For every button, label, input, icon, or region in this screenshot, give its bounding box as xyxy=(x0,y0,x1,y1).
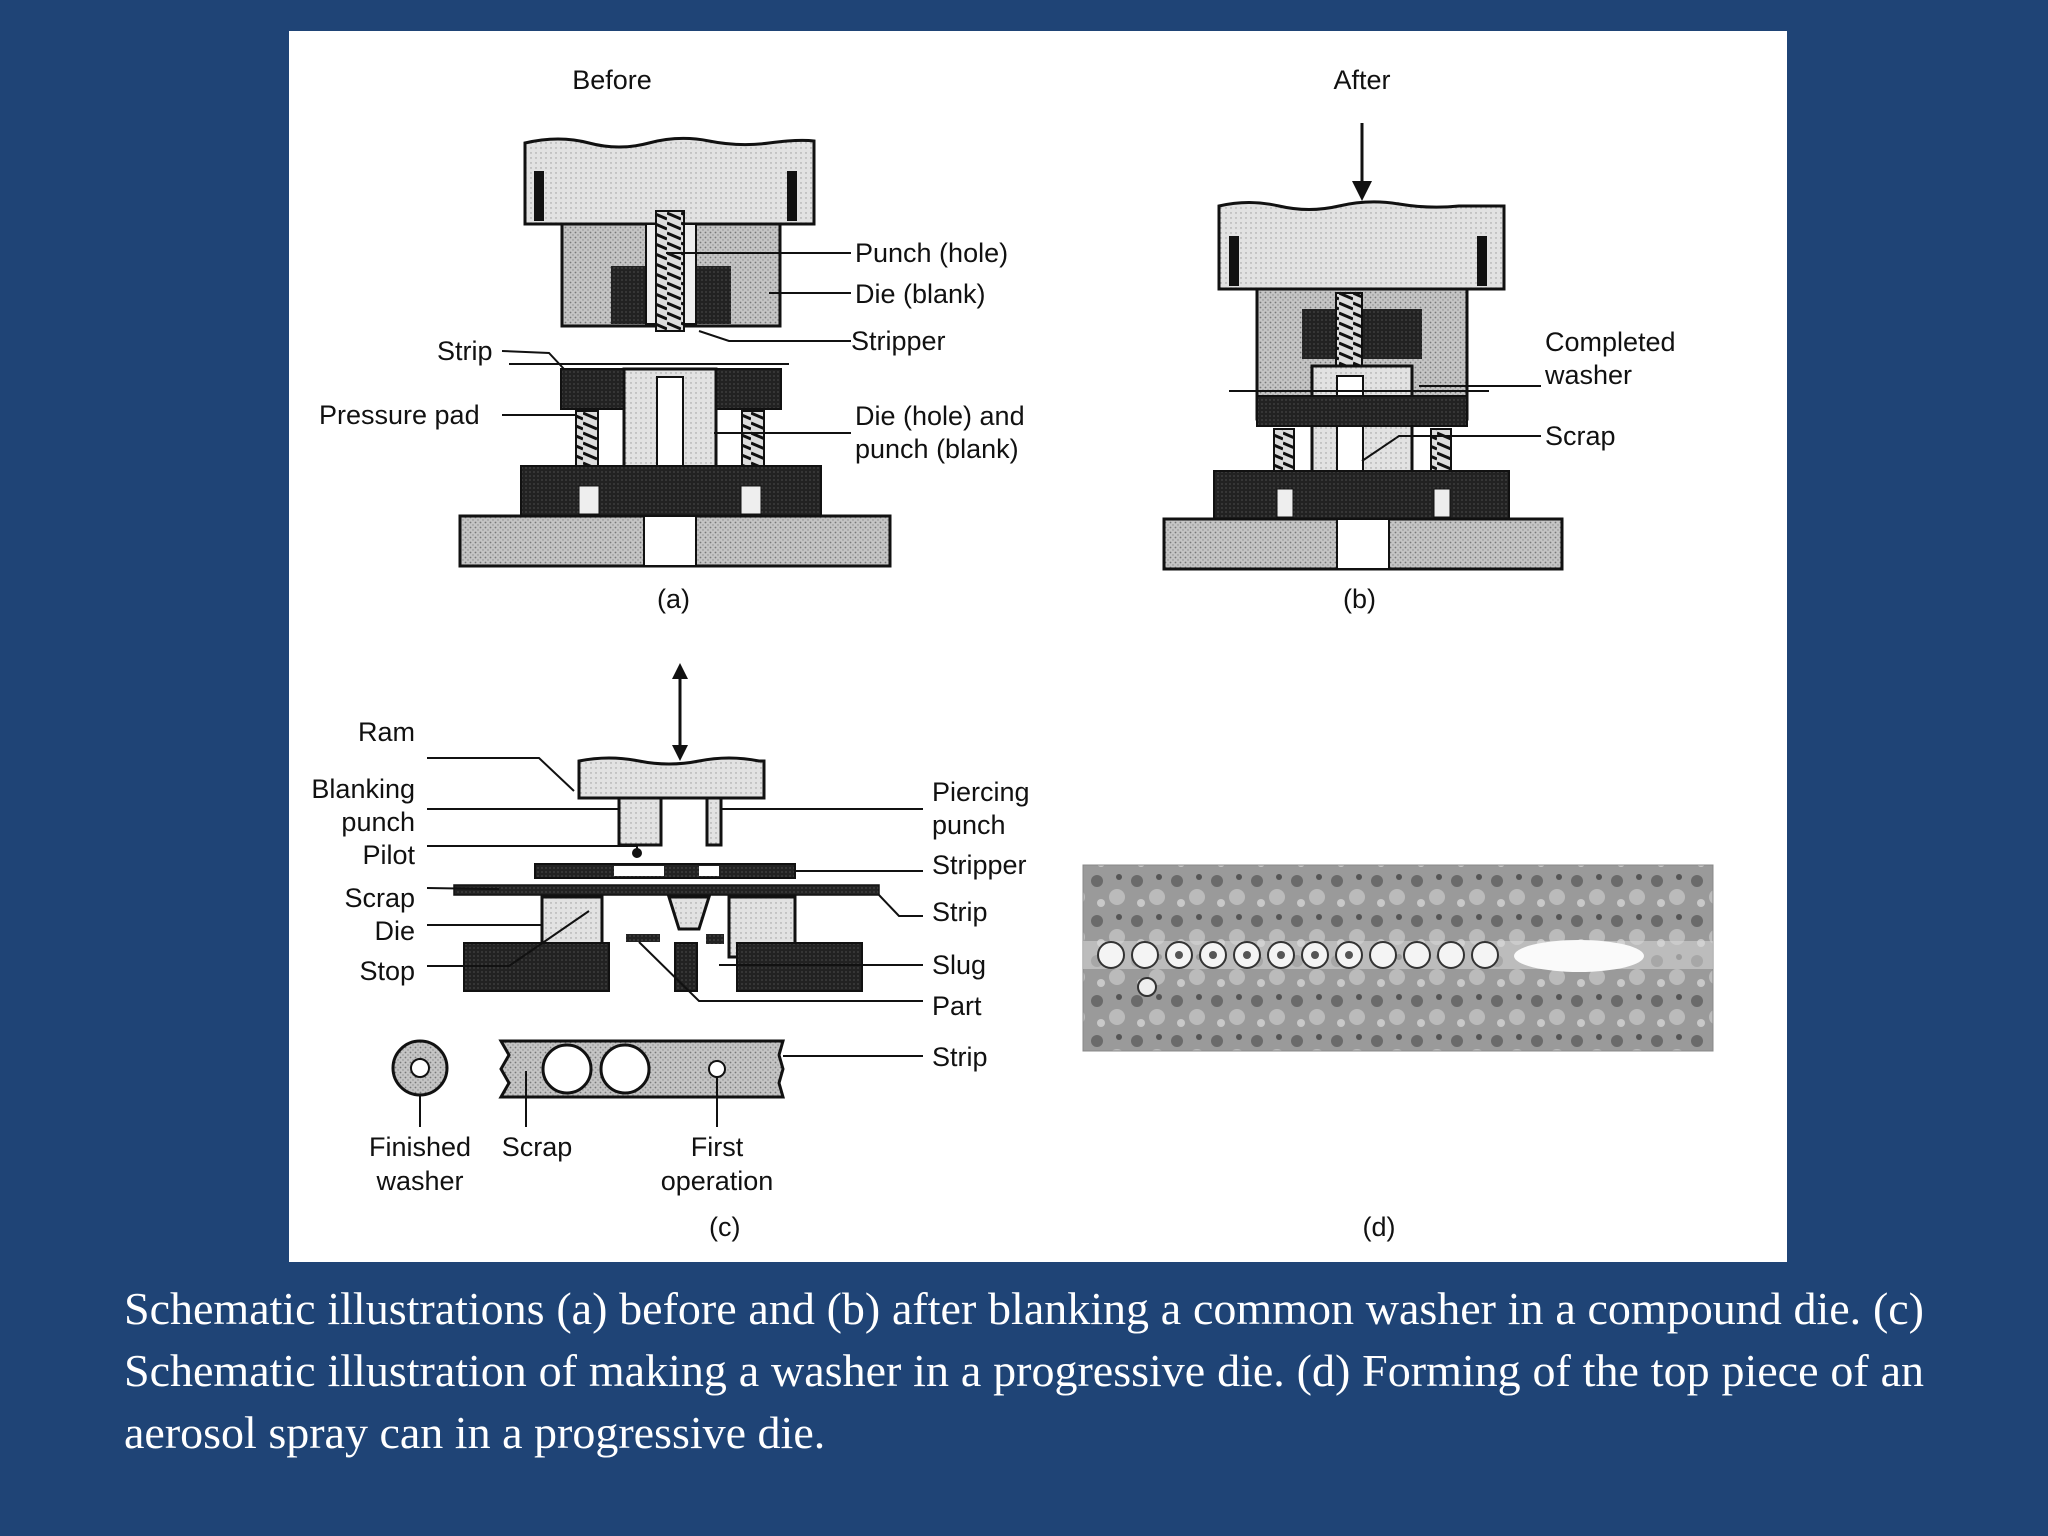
punch-hole xyxy=(655,210,685,332)
label-stripper: Stripper xyxy=(851,326,946,356)
label-die-c: Die xyxy=(374,916,415,946)
ram xyxy=(577,756,766,800)
label-pilot: Pilot xyxy=(362,840,415,870)
panel-a-heading: Before xyxy=(572,65,652,95)
stripper-c xyxy=(534,863,796,879)
panel-b-tag: (b) xyxy=(1343,584,1376,614)
label-scrap-b: Scrap xyxy=(1545,421,1616,451)
label-first-1: First xyxy=(691,1132,744,1162)
label-scrap-c: Scrap xyxy=(344,883,415,913)
panel-d: (d) xyxy=(1082,864,1714,1242)
label-blanking-2: punch xyxy=(341,807,415,837)
label-ram: Ram xyxy=(358,717,415,747)
label-slug: Slug xyxy=(932,950,986,980)
panel-b: After Completed washer Scrap (b) xyxy=(1162,65,1676,614)
panel-a-tag: (a) xyxy=(657,584,690,614)
label-die-hole-1: Die (hole) and xyxy=(855,401,1025,431)
slug-c xyxy=(706,934,724,944)
label-piercing-1: Piercing xyxy=(932,777,1030,807)
label-completed-1: Completed xyxy=(1545,327,1676,357)
part-c xyxy=(626,934,660,942)
upper-shoe xyxy=(523,136,816,226)
panel-c-tag: (c) xyxy=(709,1212,740,1242)
piercing-punch xyxy=(705,796,723,847)
panel-b-heading: After xyxy=(1333,65,1390,95)
upper-shoe-b xyxy=(1217,200,1506,291)
label-strip: Strip xyxy=(437,336,493,366)
label-stop: Stop xyxy=(359,956,415,986)
label-die-hole-2: punch (blank) xyxy=(855,434,1019,464)
pilot xyxy=(632,848,642,858)
bolt-right xyxy=(787,171,797,221)
panel-d-tag: (d) xyxy=(1363,1212,1396,1242)
label-piercing-2: punch xyxy=(932,810,1006,840)
label-strip-c1: Strip xyxy=(932,897,988,927)
die-illustrations: Before Punch (hole) Die (bl xyxy=(311,65,1714,1242)
label-strip-c2: Strip xyxy=(932,1042,988,1072)
bolt-left xyxy=(534,171,544,221)
label-blanking-1: Blanking xyxy=(311,774,415,804)
label-part: Part xyxy=(932,991,982,1021)
label-completed-2: washer xyxy=(1544,360,1632,390)
label-scrap-bottom: Scrap xyxy=(502,1132,573,1162)
label-die-blank: Die (blank) xyxy=(855,279,986,309)
label-finished-1: Finished xyxy=(369,1132,471,1162)
label-finished-2: washer xyxy=(375,1166,463,1196)
label-stripper-c: Stripper xyxy=(932,850,1027,880)
figure: Before Punch (hole) Die (bl xyxy=(289,31,1787,1262)
blanking-punch xyxy=(617,796,663,847)
lower-die-holder xyxy=(520,465,822,517)
label-punch-hole: Punch (hole) xyxy=(855,238,1008,268)
strip-c xyxy=(453,884,880,896)
panel-c: Ram Blanking punch Pilot Scrap Die Stop … xyxy=(311,663,1030,1242)
panel-a: Before Punch (hole) Die (bl xyxy=(319,65,1025,614)
label-first-2: operation xyxy=(661,1166,774,1196)
label-pressure-pad: Pressure pad xyxy=(319,400,480,430)
figure-caption: Schematic illustrations (a) before and (… xyxy=(124,1283,1924,1458)
